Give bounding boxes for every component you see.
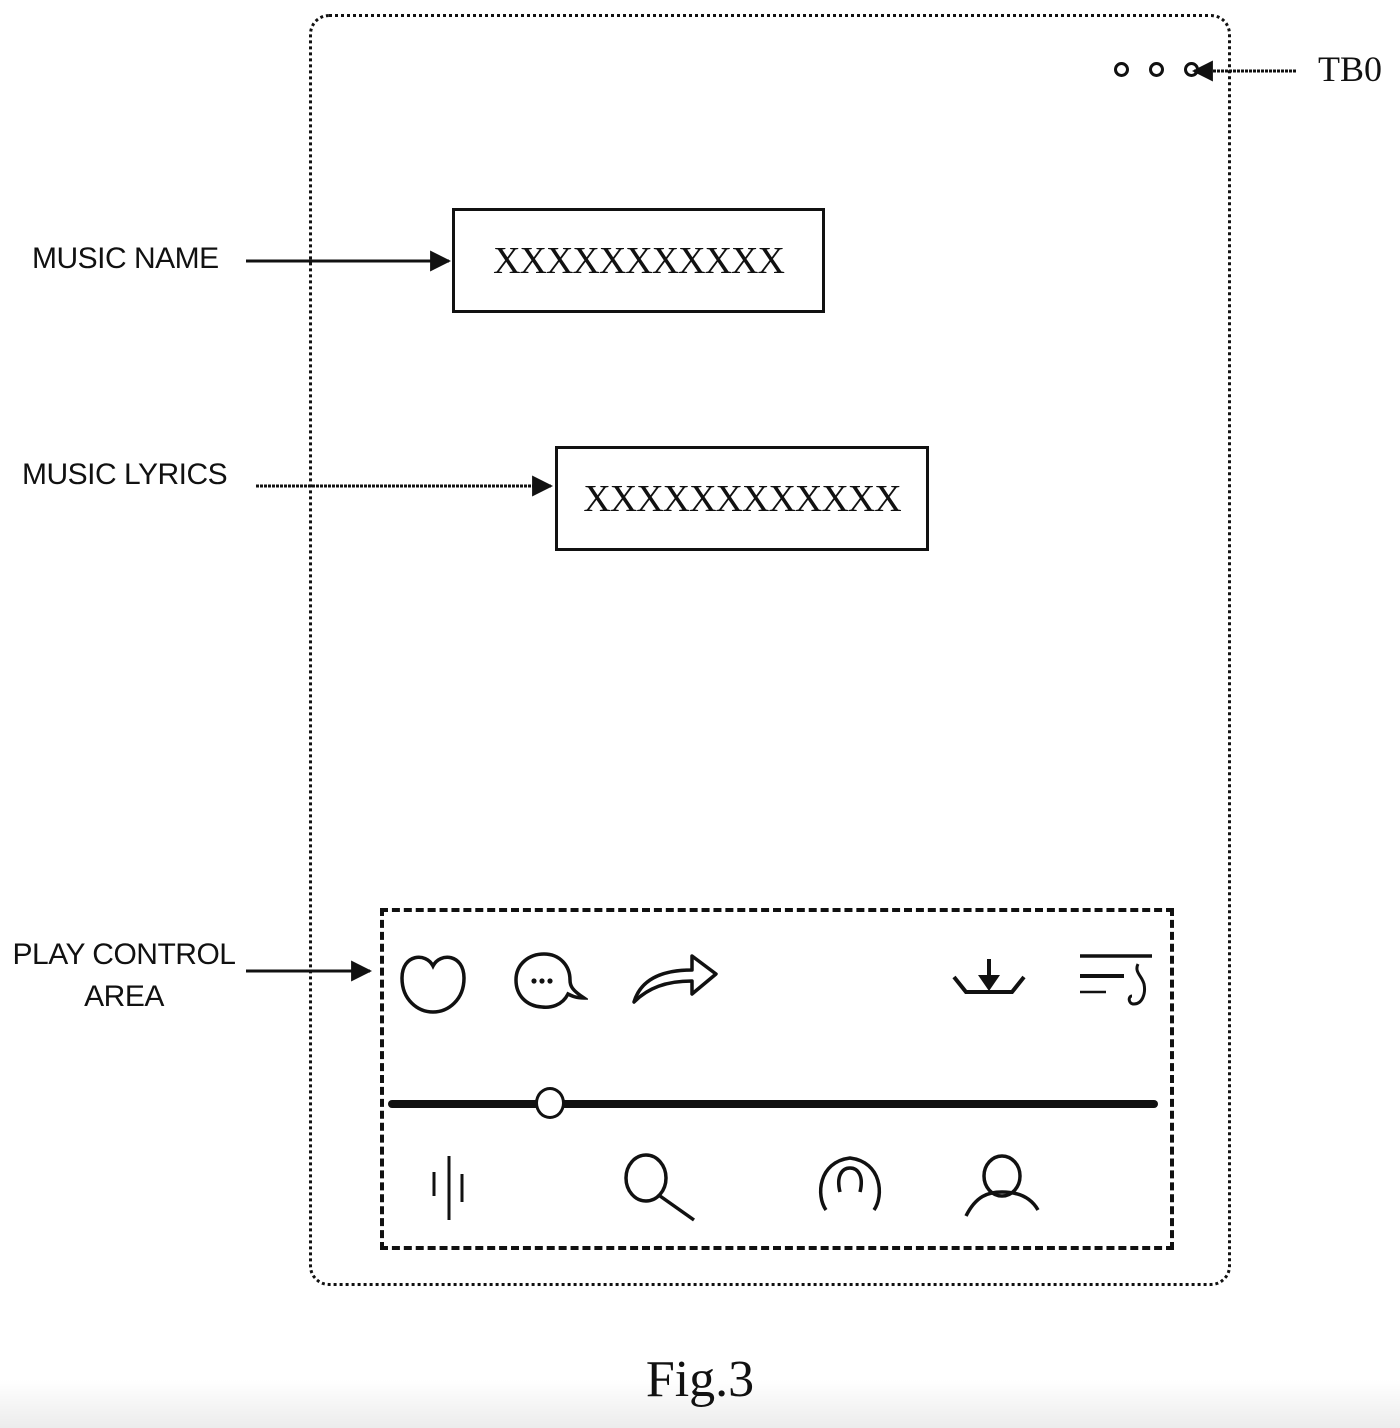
progress-knob[interactable] xyxy=(534,1087,565,1119)
music-lyrics-label: MUSIC LYRICS xyxy=(22,458,228,491)
search-icon[interactable] xyxy=(620,1152,702,1224)
play-control-area xyxy=(380,908,1174,1250)
progress-slider[interactable] xyxy=(388,1087,1158,1119)
play-control-area-label: PLAY CONTROL AREA xyxy=(8,934,240,1018)
equalizer-icon[interactable] xyxy=(420,1152,480,1224)
more-dot-icon xyxy=(1114,62,1129,77)
page-bottom-fade xyxy=(0,1380,1400,1428)
more-dot-icon xyxy=(1149,62,1164,77)
share-icon[interactable] xyxy=(628,950,722,1008)
figure-caption: Fig.3 xyxy=(645,1351,755,1408)
play-control-area-label-line2: AREA xyxy=(84,980,164,1013)
progress-track[interactable] xyxy=(388,1100,1158,1108)
music-name-value: XXXXXXXXXXX xyxy=(493,239,785,282)
playlist-icon[interactable] xyxy=(1076,950,1158,1012)
play-control-area-label-line1: PLAY CONTROL xyxy=(12,938,236,971)
tb0-reference-label: TB0 xyxy=(1318,49,1383,89)
heart-icon[interactable] xyxy=(396,950,470,1018)
listen-icon[interactable] xyxy=(812,1152,892,1214)
more-menu-button[interactable] xyxy=(1114,62,1199,77)
phone-screen-frame xyxy=(309,14,1231,1286)
music-name-box: XXXXXXXXXXX xyxy=(452,208,825,313)
more-dot-icon xyxy=(1184,62,1199,77)
music-name-label: MUSIC NAME xyxy=(32,242,219,275)
download-icon[interactable] xyxy=(950,955,1028,1001)
music-lyrics-box: XXXXXXXXXXXX xyxy=(555,446,929,551)
comment-icon[interactable] xyxy=(512,950,588,1012)
music-lyrics-value: XXXXXXXXXXXX xyxy=(583,477,901,520)
profile-icon[interactable] xyxy=(958,1152,1046,1222)
